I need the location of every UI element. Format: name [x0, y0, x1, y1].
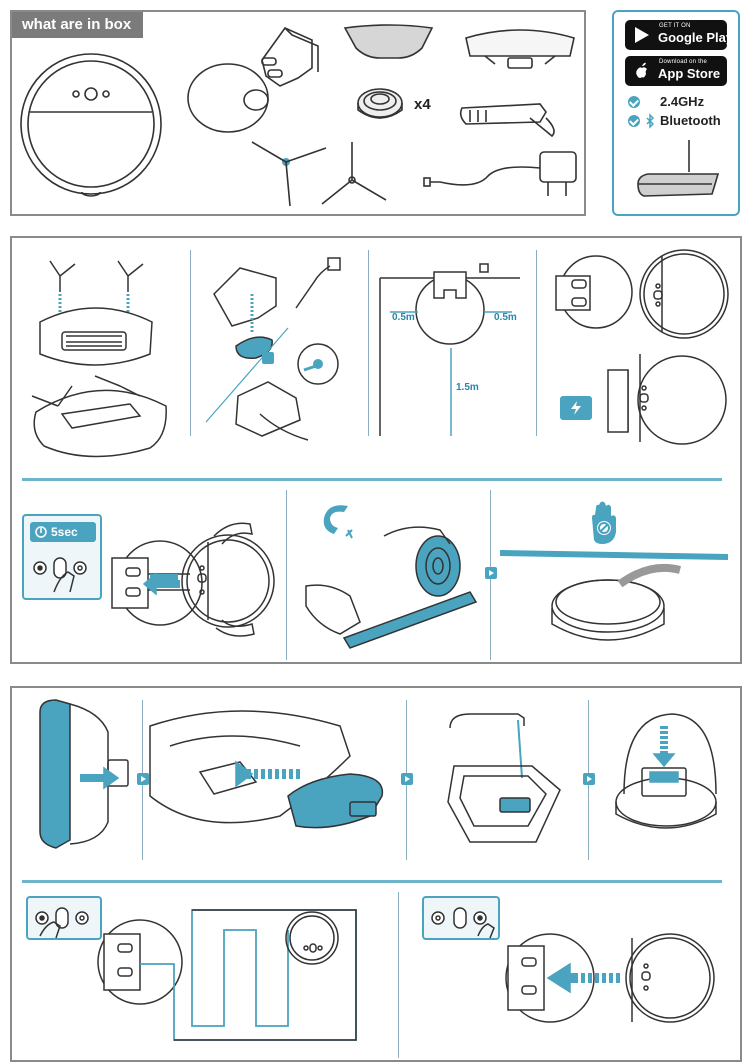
google-play-small-text: GET IT ON — [659, 23, 691, 29]
attach-holder-to-robot-step — [149, 710, 384, 829]
divider — [368, 250, 369, 436]
buttons-illustration — [33, 557, 87, 593]
requirement-wifi: 2.4GHz — [628, 94, 704, 109]
app-download-card: GET IT ON Google Play Download on the Ap… — [612, 10, 740, 216]
fill-water-tank-step — [447, 713, 561, 843]
side-brush-illustration-2 — [321, 142, 387, 205]
return-to-dock-step — [505, 933, 715, 1023]
zigzag-cleaning-step — [97, 909, 357, 1041]
avoid-lifting-step — [499, 550, 729, 641]
section-divider — [22, 880, 722, 883]
hold-duration-badge: 5sec — [30, 522, 96, 542]
google-play-label: Google Play — [658, 30, 734, 45]
dock-button-illustration — [431, 907, 495, 939]
charging-dock-illustration — [187, 27, 319, 133]
google-play-badge[interactable]: GET IT ON Google Play — [625, 20, 733, 50]
app-store-label: App Store — [658, 66, 721, 81]
placement-step — [379, 263, 520, 436]
power-icon — [35, 526, 47, 538]
mop-tape-roll-illustration — [357, 88, 403, 119]
mop-holder-illustration — [465, 29, 575, 69]
check-icon — [628, 95, 640, 108]
app-store-badge[interactable]: Download on the App Store — [625, 56, 727, 86]
check-icon — [628, 114, 640, 127]
battery-charging-icon — [560, 396, 592, 420]
power-adapter-illustration — [423, 151, 577, 196]
divider — [190, 250, 191, 436]
docking-step — [555, 249, 729, 445]
no-hand-icon — [592, 501, 616, 544]
insert-water-tank-step — [615, 713, 717, 829]
right-clearance-label: 0.5m — [494, 312, 517, 323]
step-arrow-icon — [485, 567, 497, 579]
step-arrow-icon — [401, 773, 413, 785]
divider — [286, 490, 287, 660]
return-dock-button-card — [422, 896, 500, 940]
start-cleaning-button-card — [26, 896, 102, 940]
box-contents-illustrations — [20, 24, 577, 207]
setup-illustrations — [31, 249, 729, 649]
step-arrow-icon — [137, 773, 149, 785]
google-play-icon — [635, 27, 649, 43]
mopping-illustrations — [39, 699, 717, 1041]
side-brush-illustration-1 — [251, 141, 327, 207]
requirement-bluetooth: Bluetooth — [628, 112, 721, 129]
reset-step — [111, 522, 275, 637]
requirement-bluetooth-label: Bluetooth — [660, 113, 721, 128]
section-divider — [22, 478, 722, 481]
mopping-panel — [10, 686, 742, 1062]
start-button-illustration — [35, 907, 89, 939]
bluetooth-icon — [646, 112, 655, 129]
left-clearance-label: 0.5m — [392, 312, 415, 323]
apple-icon — [636, 62, 647, 78]
divider — [398, 892, 399, 1058]
install-brushes-step — [31, 260, 167, 458]
attach-mop-to-holder-step — [39, 699, 129, 849]
front-clearance-label: 1.5m — [456, 382, 479, 393]
mop-quantity: x4 — [414, 96, 431, 113]
robot-vacuum-illustration — [20, 53, 162, 197]
app-store-small-text: Download on the — [659, 59, 708, 65]
mop-pad-illustration — [343, 24, 434, 59]
box-contents-title: what are in box — [12, 12, 144, 38]
assemble-dock-step — [205, 257, 341, 441]
step-arrow-icon — [583, 773, 595, 785]
apply-mop-tape-step — [305, 526, 478, 649]
wifi-router-illustration — [637, 140, 720, 197]
hold-duration-label: 5sec — [51, 525, 78, 539]
divider — [536, 250, 537, 436]
requirement-wifi-label: 2.4GHz — [660, 94, 705, 109]
magnet-icon — [323, 505, 353, 539]
cleaning-tool-illustration — [459, 103, 555, 138]
